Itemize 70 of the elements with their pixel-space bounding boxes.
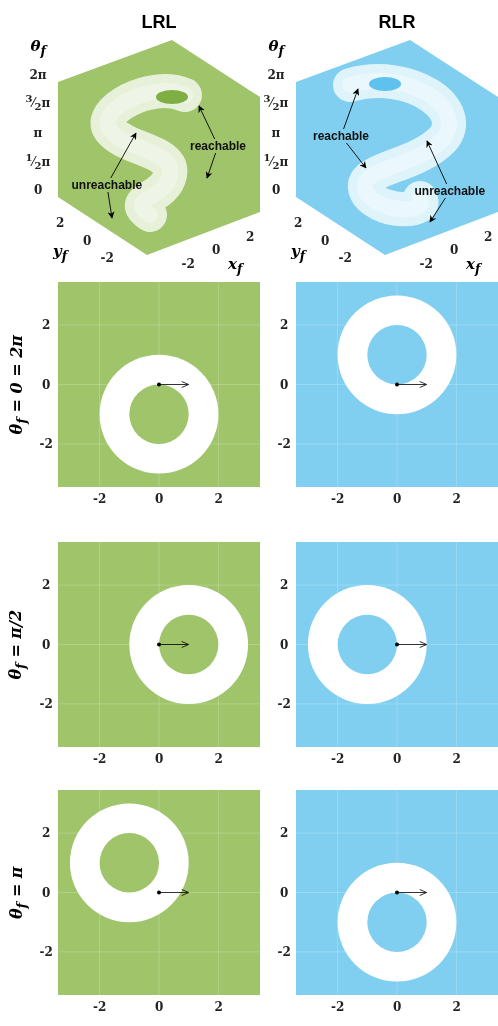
tick-label: -2 [93,493,107,505]
tick-label: $^{3}$⁄$_{2}$π [263,94,289,113]
tick-label: π [271,127,281,139]
tick-label: -2 [331,493,345,505]
tick-label: 2 [294,217,303,229]
tick-label: 0 [83,235,92,247]
tick-label: -2 [100,252,114,264]
tick-label: 0 [393,493,402,505]
tick-label: -2 [39,437,53,450]
axis-label: θ$_{f}$ [268,38,284,57]
annotation-label: reachable [313,130,370,142]
tick-label: 2 [280,319,289,332]
tick-label: 2 [280,579,289,592]
tick-label: 0 [272,184,281,196]
axis-label: x$_{f}$ [228,256,243,275]
tick-label: 2 [452,753,461,765]
tick-label: -2 [39,945,53,958]
tick-label: 0 [321,235,330,247]
tick-label: 0 [393,753,402,765]
tick-label: 2 [42,319,51,332]
axis-label: y$_{f}$ [53,243,68,262]
tick-label: 0 [155,493,164,505]
tick-label: -2 [93,1001,107,1013]
tick-label: 2 [42,579,51,592]
tick-label: 0 [280,638,289,651]
tick-label: 2π [267,69,285,81]
tick-label: 0 [42,378,51,391]
tick-label: 2 [246,231,255,243]
tick-label: 2 [214,1001,223,1013]
tick-label: 0 [34,184,43,196]
tick-label: 2 [56,217,65,229]
column-title: RLR [378,13,416,31]
tick-label: $^{1}$⁄$_{2}$π [25,153,51,172]
tick-label: 0 [42,886,51,899]
tick-label: π [33,127,43,139]
tick-label: 2 [42,827,51,840]
tick-label: 2 [214,753,223,765]
annotation-label: reachable [190,140,247,152]
tick-label: 0 [212,244,221,256]
tick-label: $^{3}$⁄$_{2}$π [25,94,51,113]
tick-label: 0 [155,1001,164,1013]
tick-label: 2 [214,493,223,505]
tick-label: 2 [452,493,461,505]
tick-label: 2 [452,1001,461,1013]
tick-label: $^{1}$⁄$_{2}$π [263,153,289,172]
tick-label: -2 [277,697,291,710]
tick-label: 2 [484,231,493,243]
tick-label: 0 [155,753,164,765]
tick-label: -2 [331,753,345,765]
annotation-label: unreachable [71,179,143,191]
axis-label: θ$_{f}$ [30,38,46,57]
tick-label: 0 [393,1001,402,1013]
tick-label: 2 [280,827,289,840]
axis-label: y$_{f}$ [291,243,306,262]
tick-label: -2 [277,437,291,450]
tick-label: 0 [42,638,51,651]
annotation-label: unreachable [414,185,486,197]
column-title: LRL [141,13,177,31]
tick-label: -2 [331,1001,345,1013]
tick-label: -2 [181,258,195,270]
tick-label: -2 [419,258,433,270]
tick-label: -2 [39,697,53,710]
tick-label: -2 [93,753,107,765]
tick-label: 2π [29,69,47,81]
axis-label: x$_{f}$ [466,256,481,275]
tick-label: 0 [280,378,289,391]
tick-label: 0 [280,886,289,899]
tick-label: -2 [338,252,352,264]
tick-label: -2 [277,945,291,958]
tick-label: 0 [450,244,459,256]
